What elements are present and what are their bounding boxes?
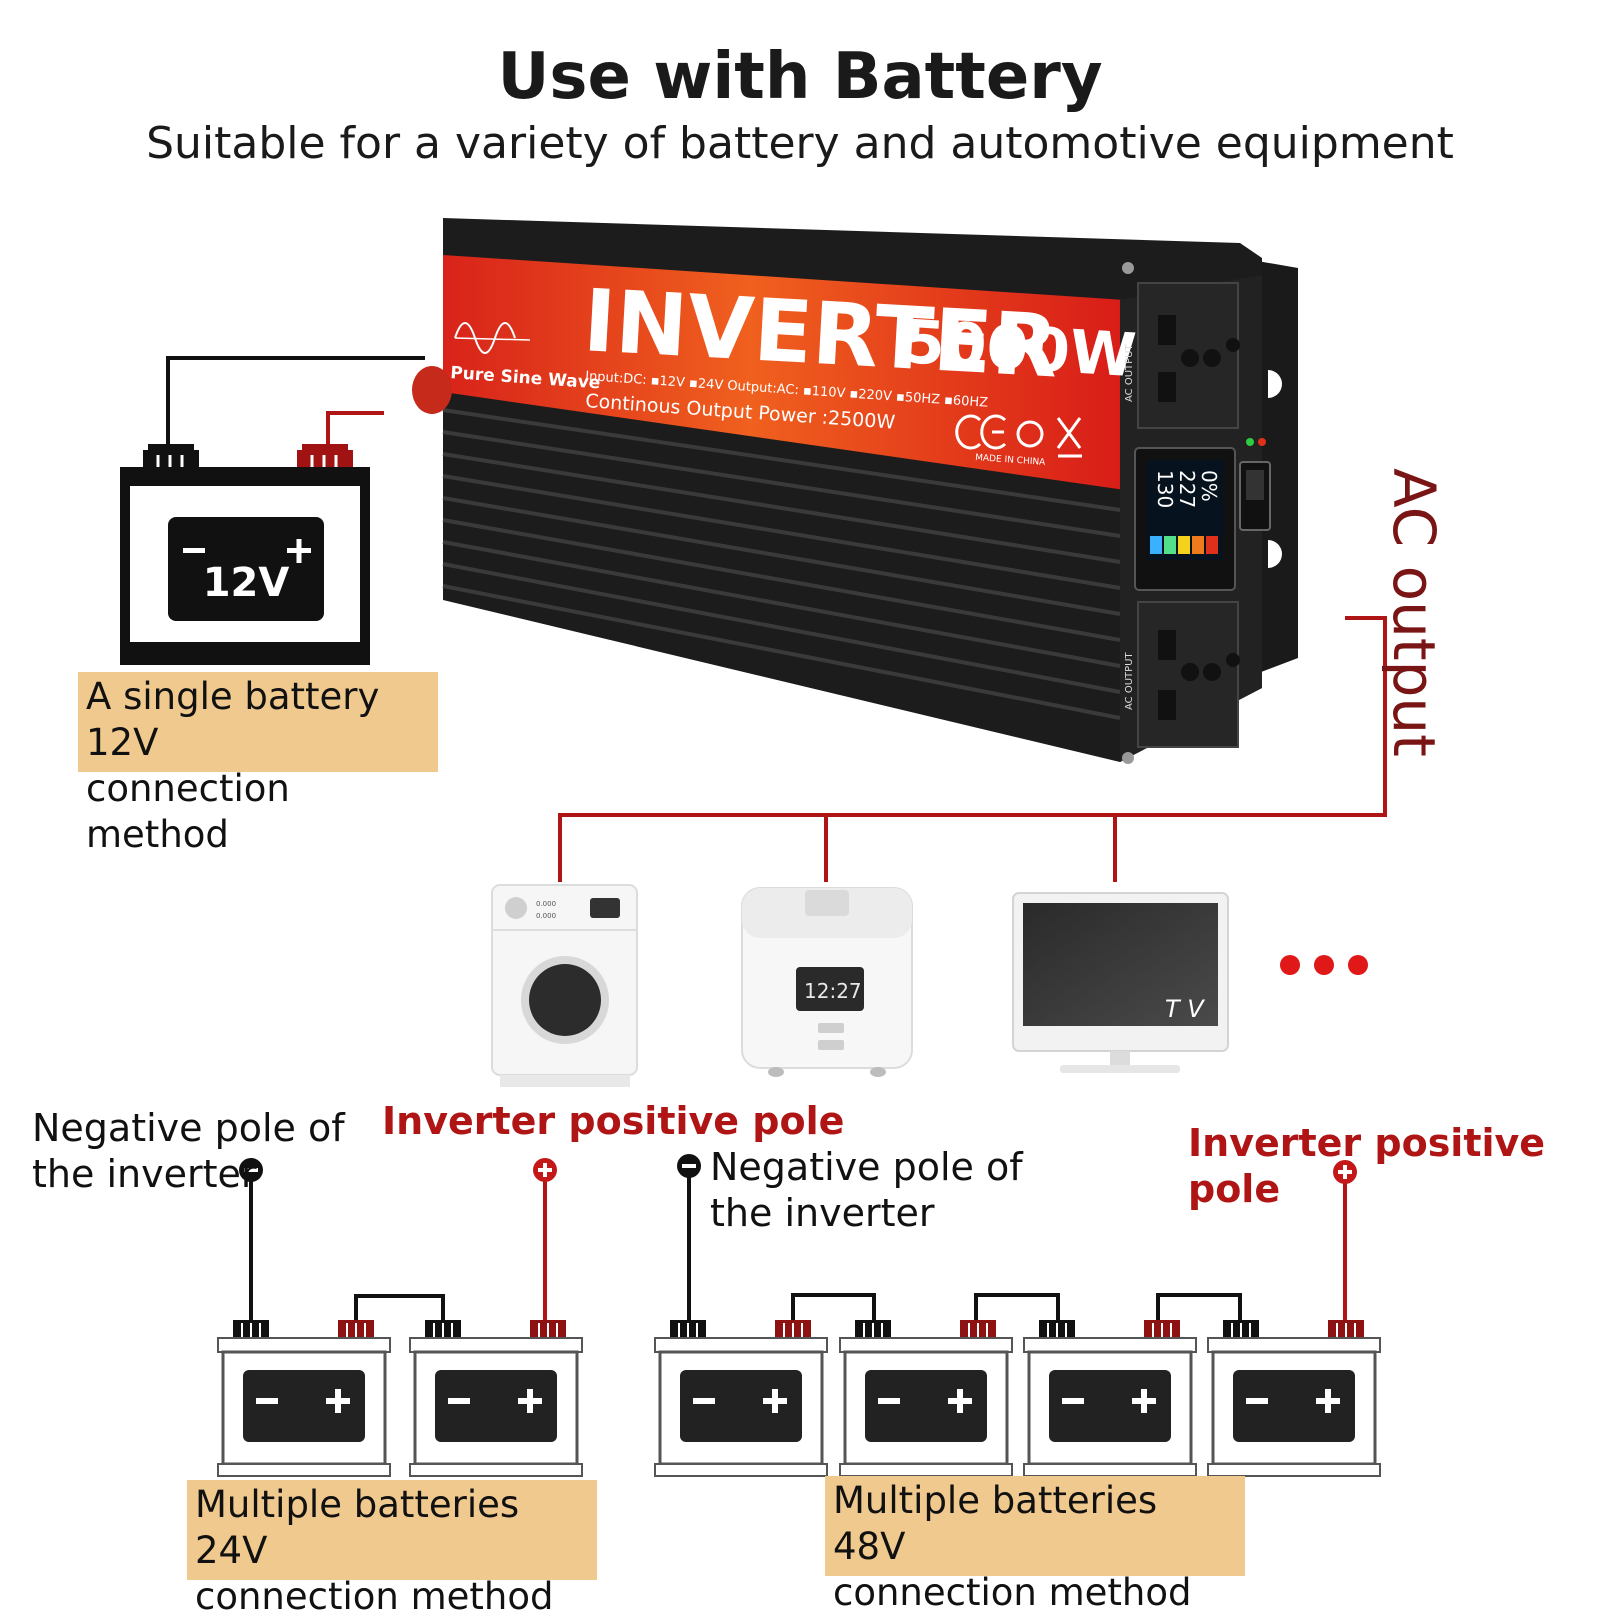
page-subtitle: Suitable for a variety of battery and au… xyxy=(146,118,1454,169)
right-negative-line2: the inverter xyxy=(710,1191,935,1235)
dot-icon xyxy=(1280,955,1300,975)
right-negative-pole-label: Negative pole of the inverter xyxy=(710,1144,1023,1236)
left-positive-pole-label: Inverter positive pole xyxy=(382,1099,845,1143)
washer-panel-text-2: 0.000 xyxy=(536,912,556,920)
battery-bank xyxy=(217,1320,1381,1477)
socket-label-bottom: AC OUTPUT xyxy=(1124,652,1135,710)
right-positive-pole-label: Inverter positive pole xyxy=(1188,1121,1546,1211)
lcd-display xyxy=(1134,447,1236,591)
dot-icon xyxy=(1348,955,1368,975)
left-negative-pole-label: Negative pole of the inverter xyxy=(32,1105,345,1197)
inverter-device: INVERTER 5000W Pure Sine Wave Input:DC: … xyxy=(412,218,1298,764)
washing-machine-icon: 0.000 0.000 xyxy=(491,884,638,1087)
inverter-power-text: 5000W xyxy=(901,307,1138,391)
cooker-display-text: 12:27 xyxy=(804,979,862,1003)
ac-output-wires xyxy=(558,616,1387,882)
single-battery-caption: A single battery 12V connection method xyxy=(78,672,438,856)
battery-unit xyxy=(839,1320,1013,1477)
ac-output-label-text: AC output xyxy=(1380,468,1448,757)
caption-48v: Multiple batteries 48V connection method xyxy=(825,1476,1245,1614)
rice-cooker-icon: 12:27 xyxy=(741,887,913,1077)
certification-icons xyxy=(955,414,1082,458)
lcd-line-1: 130 xyxy=(1153,470,1177,508)
caption-24v-line2: connection method xyxy=(195,1575,554,1618)
lcd-line-2: 227 xyxy=(1175,470,1199,508)
battery-unit xyxy=(1023,1320,1197,1477)
ac-output-label: AC output xyxy=(1370,468,1450,798)
single-battery-caption-line2: connection method xyxy=(86,767,290,856)
caption-24v-line1: Multiple batteries 24V xyxy=(195,1483,520,1572)
tv-icon: T V xyxy=(1012,892,1229,1073)
power-switch xyxy=(1239,438,1271,531)
single-battery-caption-line1: A single battery 12V xyxy=(86,675,380,764)
left-bank-pole-icons xyxy=(239,1158,557,1182)
dot-icon xyxy=(1314,955,1334,975)
tv-label: T V xyxy=(1165,995,1205,1023)
single-battery-wires xyxy=(166,356,425,460)
caption-48v-line2: connection method xyxy=(833,1571,1192,1614)
battery-unit xyxy=(217,1320,391,1477)
washer-panel-text-1: 0.000 xyxy=(536,900,556,908)
inverter-made-in-text: MADE IN CHINA xyxy=(975,453,1047,468)
single-battery-voltage: 12V xyxy=(202,560,290,606)
right-bank-pole-icons xyxy=(677,1154,1357,1184)
battery-unit xyxy=(1207,1320,1381,1477)
battery-unit xyxy=(409,1320,583,1477)
left-bank-wires xyxy=(249,1176,547,1322)
left-negative-line1: Negative pole of xyxy=(32,1106,345,1150)
left-negative-line2: the inverter xyxy=(32,1152,257,1196)
right-negative-line1: Negative pole of xyxy=(710,1145,1023,1189)
page-title: Use with Battery xyxy=(497,40,1103,114)
right-bank-wires xyxy=(687,1172,1347,1322)
battery-unit xyxy=(654,1320,828,1477)
ac-socket-top xyxy=(1137,282,1240,429)
socket-label-top: AC OUTPUT xyxy=(1124,344,1135,402)
caption-48v-line1: Multiple batteries 48V xyxy=(833,1479,1158,1568)
ac-socket-bottom xyxy=(1137,601,1240,748)
single-battery-icon xyxy=(120,444,370,665)
more-appliances-dots xyxy=(1280,955,1382,979)
caption-24v: Multiple batteries 24V connection method xyxy=(187,1480,597,1618)
lcd-line-3: 0% xyxy=(1197,470,1221,502)
